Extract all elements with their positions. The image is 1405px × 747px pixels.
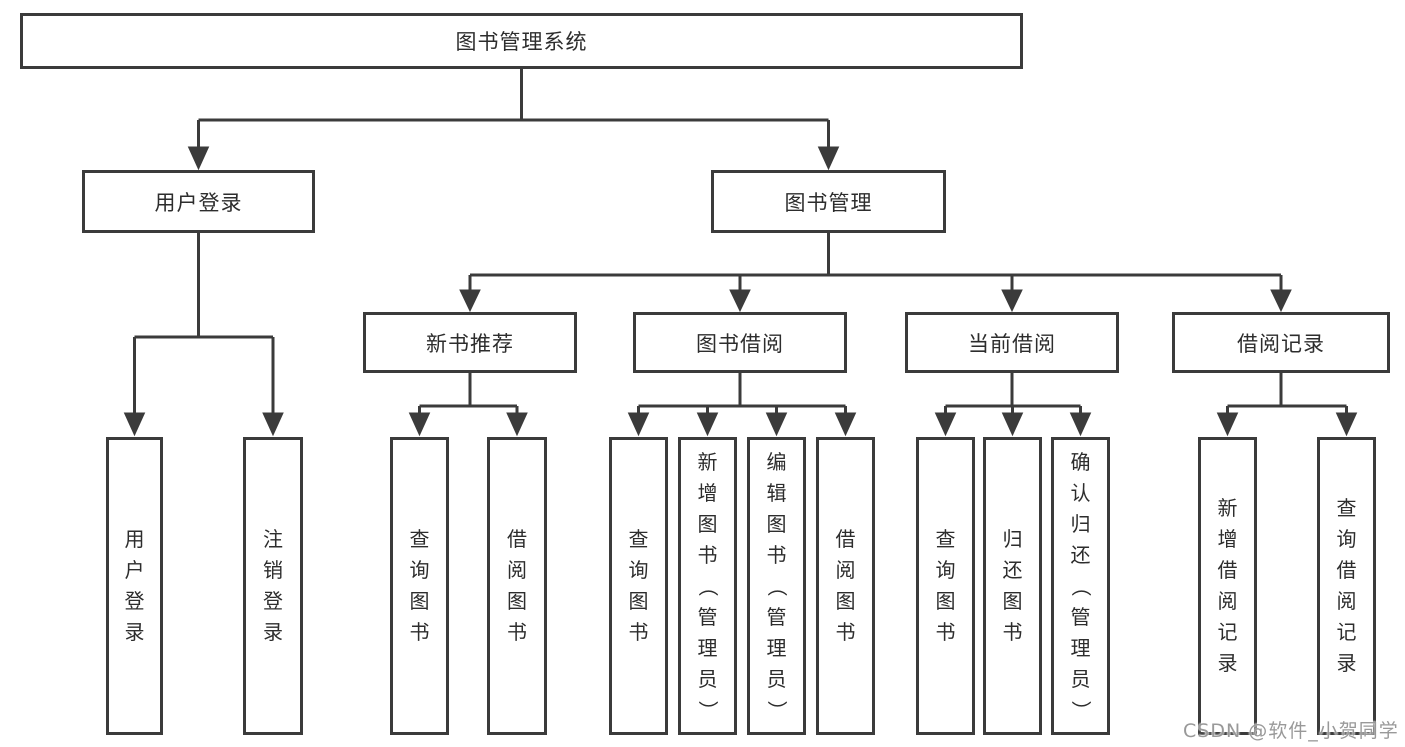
leaf-borrow-books: 借阅图书 xyxy=(487,437,547,735)
node-root: 图书管理系统 xyxy=(20,13,1023,69)
leaf-query-books: 查询图书 xyxy=(390,437,449,735)
leaf-label: 编辑图书（管理员） xyxy=(765,449,789,721)
node-label: 图书借阅 xyxy=(696,331,784,356)
leaf-label: 归还图书 xyxy=(1002,527,1023,644)
leaf-label: 注销登录 xyxy=(263,527,283,644)
node-user-login: 用户登录 xyxy=(82,170,315,233)
leaf-label: 确认归还（管理员） xyxy=(1069,449,1093,721)
leaf-label: 借阅图书 xyxy=(835,527,856,644)
leaf-add-borrow-record: 新增借阅记录 xyxy=(1198,437,1257,735)
leaf-logout: 注销登录 xyxy=(243,437,303,735)
leaf-add-books-admin: 新增图书（管理员） xyxy=(678,437,737,735)
leaf-label: 查询借阅记录 xyxy=(1336,496,1357,675)
node-label: 借阅记录 xyxy=(1237,331,1325,356)
node-current-borrow: 当前借阅 xyxy=(905,312,1119,373)
leaf-label: 查询图书 xyxy=(935,527,956,644)
node-label: 图书管理 xyxy=(784,190,873,215)
node-book-management: 图书管理 xyxy=(711,170,946,233)
node-label: 当前借阅 xyxy=(968,331,1056,356)
leaf-label: 新增借阅记录 xyxy=(1217,496,1238,675)
leaf-user-login: 用户登录 xyxy=(106,437,163,735)
node-root-label: 图书管理系统 xyxy=(455,30,588,54)
leaf-edit-books-admin: 编辑图书（管理员） xyxy=(747,437,806,735)
leaf-label: 查询图书 xyxy=(409,527,430,644)
node-label: 用户登录 xyxy=(154,190,243,215)
leaf-query-books: 查询图书 xyxy=(609,437,668,735)
leaf-label: 查询图书 xyxy=(628,527,649,644)
leaf-query-books: 查询图书 xyxy=(916,437,975,735)
leaf-label: 用户登录 xyxy=(124,527,145,644)
leaf-query-borrow-record: 查询借阅记录 xyxy=(1317,437,1376,735)
leaf-return-books: 归还图书 xyxy=(983,437,1042,735)
leaf-label: 借阅图书 xyxy=(507,527,527,644)
node-new-book-recommend: 新书推荐 xyxy=(363,312,577,373)
node-book-borrow: 图书借阅 xyxy=(633,312,847,373)
leaf-label: 新增图书（管理员） xyxy=(696,449,720,721)
watermark: CSDN @软件_小贺同学 xyxy=(1183,720,1399,742)
leaf-confirm-return-admin: 确认归还（管理员） xyxy=(1051,437,1110,735)
node-borrow-records: 借阅记录 xyxy=(1172,312,1390,373)
leaf-borrow-books: 借阅图书 xyxy=(816,437,875,735)
node-label: 新书推荐 xyxy=(426,331,514,356)
